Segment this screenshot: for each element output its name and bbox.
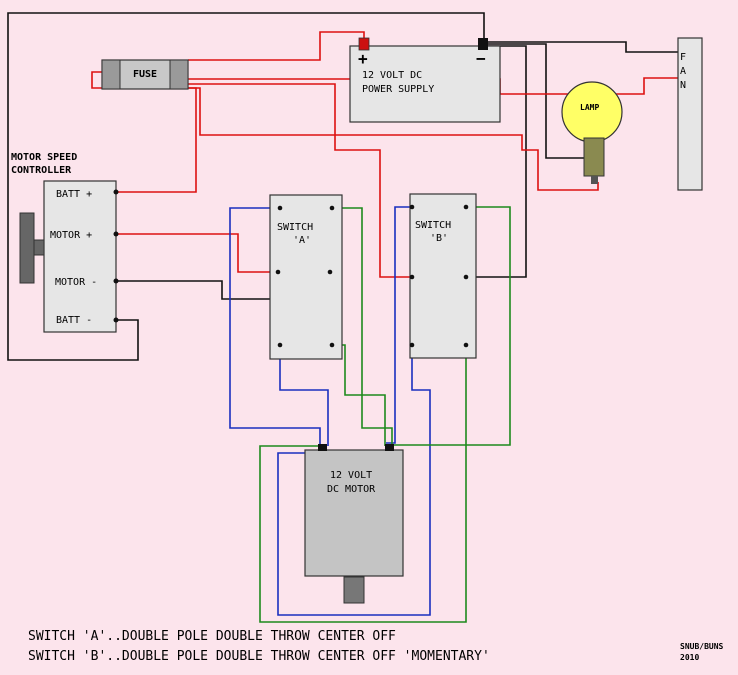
- wire-green-a: [332, 207, 393, 446]
- wire-pos-lamp: [188, 87, 599, 191]
- credit-author: SNUB/BUNS: [680, 642, 724, 651]
- controller-motor-minus: MOTOR -: [55, 277, 97, 288]
- wire-pos-switchb: [188, 83, 410, 278]
- wire-green-motor: [259, 345, 467, 623]
- controller-batt-minus: BATT -: [56, 315, 92, 326]
- lamp-label: LAMP: [580, 103, 599, 112]
- black-wires: [7, 12, 678, 361]
- dc-motor: 12 VOLT DC MOTOR: [304, 444, 404, 604]
- power-supply-label-2: POWER SUPPLY: [362, 84, 434, 95]
- controller-batt-plus: BATT +: [56, 189, 92, 200]
- fan: F A N: [677, 37, 703, 191]
- minus-symbol: −: [476, 49, 486, 68]
- wire-blue-b: [386, 206, 412, 444]
- wire-blue-motor: [277, 345, 431, 616]
- wire-neg-lamp: [484, 43, 585, 159]
- note-switch-a: SWITCH 'A'..DOUBLE POLE DOUBLE THROW CEN…: [28, 629, 396, 644]
- credit-year: 2010: [680, 653, 699, 662]
- switch-a-label-1: SWITCH: [277, 222, 313, 233]
- wire-motor-plus: [116, 233, 275, 273]
- green-wires: [259, 206, 511, 623]
- fan-letter-f: F: [680, 52, 686, 63]
- switch-b-label-2: 'B': [430, 233, 448, 244]
- switch-b-label-1: SWITCH: [415, 220, 451, 231]
- wire-blue-a: [229, 207, 321, 446]
- plus-symbol: +: [358, 49, 368, 68]
- motor-label-2: DC MOTOR: [327, 484, 376, 495]
- fuse: FUSE: [101, 59, 189, 90]
- wire-green-sa-bottom: [332, 344, 386, 446]
- motor-label-1: 12 VOLT: [330, 470, 372, 481]
- power-supply: + − 12 VOLT DC POWER SUPPLY: [349, 37, 501, 123]
- power-supply-label-1: 12 VOLT DC: [362, 70, 422, 81]
- wire-neg-loop: [7, 12, 485, 361]
- controller-title-1: MOTOR SPEED: [11, 152, 77, 163]
- motor-speed-controller: MOTOR SPEED CONTROLLER BATT + MOTOR + MO…: [11, 152, 119, 333]
- fan-letter-n: N: [680, 80, 686, 91]
- fan-letter-a: A: [680, 66, 686, 77]
- controller-motor-plus: MOTOR +: [50, 230, 92, 241]
- wire-neg-fan: [484, 41, 678, 53]
- fuse-label: FUSE: [133, 69, 157, 80]
- switch-b: SWITCH 'B': [409, 193, 477, 359]
- wire-blue-sa-bottom: [279, 345, 329, 446]
- wire-fuse-controller: [91, 71, 197, 193]
- switch-a: SWITCH 'A': [269, 194, 343, 360]
- lamp: LAMP: [561, 81, 623, 184]
- controller-title-2: CONTROLLER: [11, 165, 72, 176]
- wire-pos-fuse: [188, 31, 365, 61]
- note-switch-b: SWITCH 'B'..DOUBLE POLE DOUBLE THROW CEN…: [28, 649, 490, 664]
- wire-neg-switchb: [468, 45, 527, 278]
- notes: SWITCH 'A'..DOUBLE POLE DOUBLE THROW CEN…: [28, 629, 724, 664]
- wire-green-b: [393, 206, 511, 446]
- blue-wires: [229, 206, 431, 616]
- switch-a-label-2: 'A': [293, 235, 311, 246]
